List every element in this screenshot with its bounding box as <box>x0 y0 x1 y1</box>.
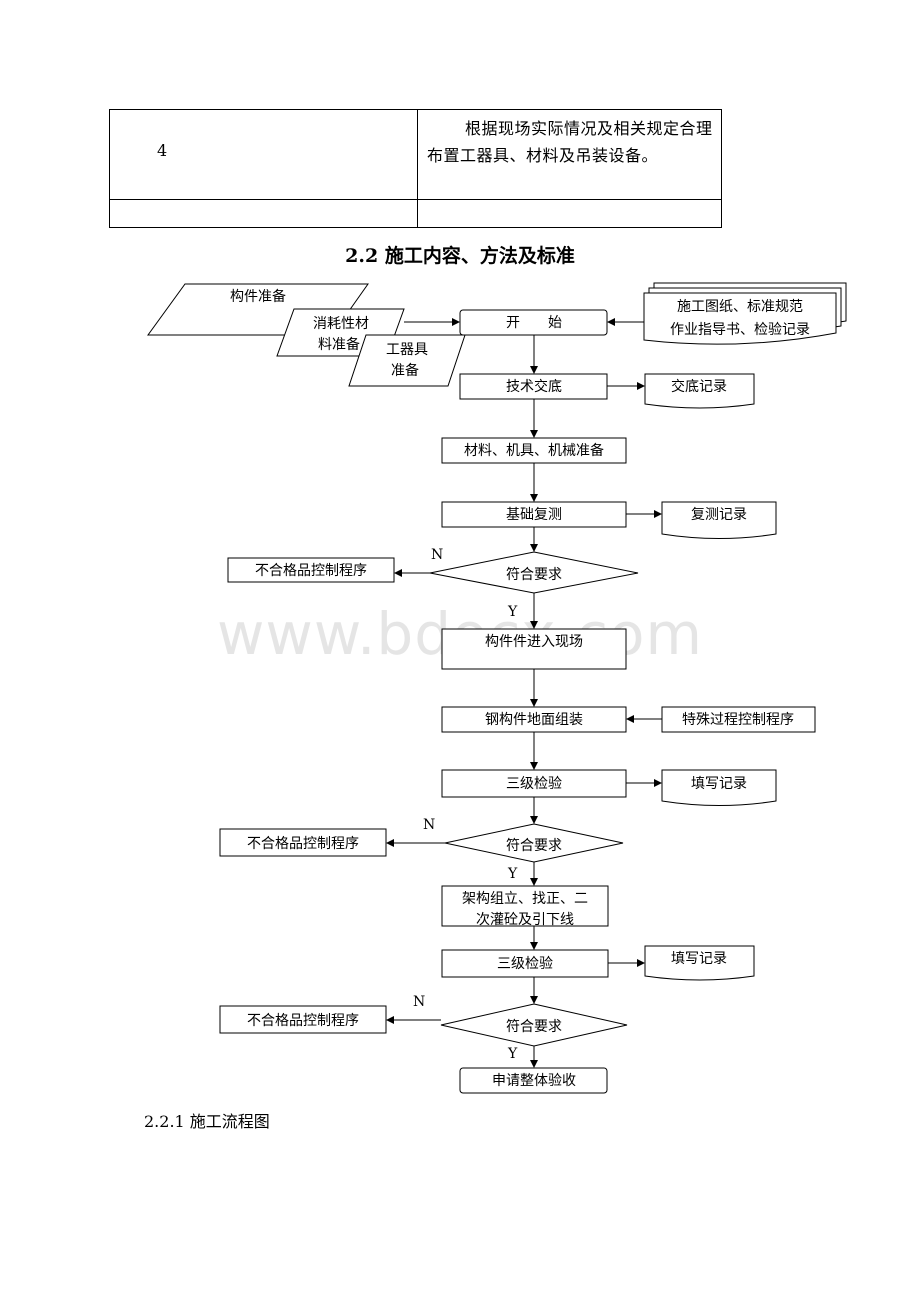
enter-site-box <box>441 628 627 670</box>
foundation-recheck-label: 基础复测 <box>506 506 562 523</box>
reject-1-label: 不合格品控制程序 <box>255 563 367 579</box>
fill-record-1-shape <box>661 769 777 806</box>
inspect-2-box <box>441 949 609 978</box>
item-text: 根据现场实际情况及相关规定合理布置工器具、材料及吊装设备。 <box>427 119 713 165</box>
material-prep-box <box>441 437 627 464</box>
final-accept-box <box>459 1067 608 1094</box>
section-title: 2.2 施工内容、方法及标准 <box>345 245 575 267</box>
tools-prep-shape <box>348 334 466 387</box>
tools-prep-label-1: 工器具 <box>386 342 428 358</box>
material-prep-label: 材料、机具、机械准备 <box>464 442 604 459</box>
inspect-1-box <box>441 769 627 798</box>
enter-site-label: 构件件进入现场 <box>485 634 583 650</box>
fill-record-1-label: 填写记录 <box>691 776 747 792</box>
y-label-1: Y <box>507 604 518 620</box>
table-cell-text: 根据现场实际情况及相关规定合理布置工器具、材料及吊装设备。 <box>417 109 722 200</box>
tools-prep-label-2: 准备 <box>391 362 419 379</box>
inspect-2-label: 三级检验 <box>497 956 553 972</box>
table-cell-empty <box>417 199 722 228</box>
y-label-3: Y <box>507 1046 518 1062</box>
erect-label-1: 架构组立、找正、二 <box>462 891 588 907</box>
reject-1-box <box>227 557 395 583</box>
fill-record-2-shape <box>644 945 755 981</box>
n-label-3: N <box>413 994 425 1010</box>
recheck-record-label: 复测记录 <box>691 506 747 523</box>
brief-record-shape <box>644 373 755 409</box>
docs-label-2: 作业指导书、检验记录 <box>670 322 810 338</box>
decision-2-label: 符合要求 <box>506 838 562 854</box>
inspect-1-label: 三级检验 <box>506 776 562 792</box>
requirements-table: 4 根据现场实际情况及相关规定合理布置工器具、材料及吊装设备。 <box>109 109 722 228</box>
n-label-1: N <box>431 547 443 563</box>
flowchart-caption: 2.2.1 施工流程图 <box>144 1112 270 1131</box>
item-number: 4 <box>157 141 168 160</box>
decision-1-label: 符合要求 <box>506 567 562 583</box>
ground-assembly-label: 钢构件地面组装 <box>485 712 583 728</box>
reject-3-label: 不合格品控制程序 <box>247 1013 359 1029</box>
docs-label-1: 施工图纸、标准规范 <box>677 298 803 315</box>
consumables-prep-label-2: 料准备 <box>318 336 360 353</box>
tech-brief-label: 技术交底 <box>506 378 562 395</box>
n-label-2: N <box>423 817 435 833</box>
recheck-record-shape <box>661 501 777 539</box>
start-label: 开 始 <box>506 315 562 331</box>
tech-brief-box <box>459 373 608 400</box>
components-prep-label: 构件准备 <box>230 288 286 305</box>
consumables-prep-label-1: 消耗性材 <box>313 316 369 332</box>
y-label-2: Y <box>507 866 518 882</box>
table-cell-number: 4 <box>109 109 418 200</box>
special-process-box <box>661 706 816 733</box>
special-process-label: 特殊过程控制程序 <box>682 712 794 728</box>
erect-box <box>441 885 609 927</box>
reject-3-box <box>219 1005 387 1034</box>
table-cell-empty <box>109 199 418 228</box>
decision-3-label: 符合要求 <box>506 1019 562 1035</box>
brief-record-label: 交底记录 <box>671 378 727 395</box>
fill-record-2-label: 填写记录 <box>671 951 727 967</box>
reject-2-label: 不合格品控制程序 <box>247 836 359 852</box>
erect-label-2: 次灌砼及引下线 <box>476 912 574 928</box>
docs-shape-front <box>643 292 837 345</box>
final-accept-label: 申请整体验收 <box>492 1073 576 1089</box>
ground-assembly-box <box>441 706 627 733</box>
